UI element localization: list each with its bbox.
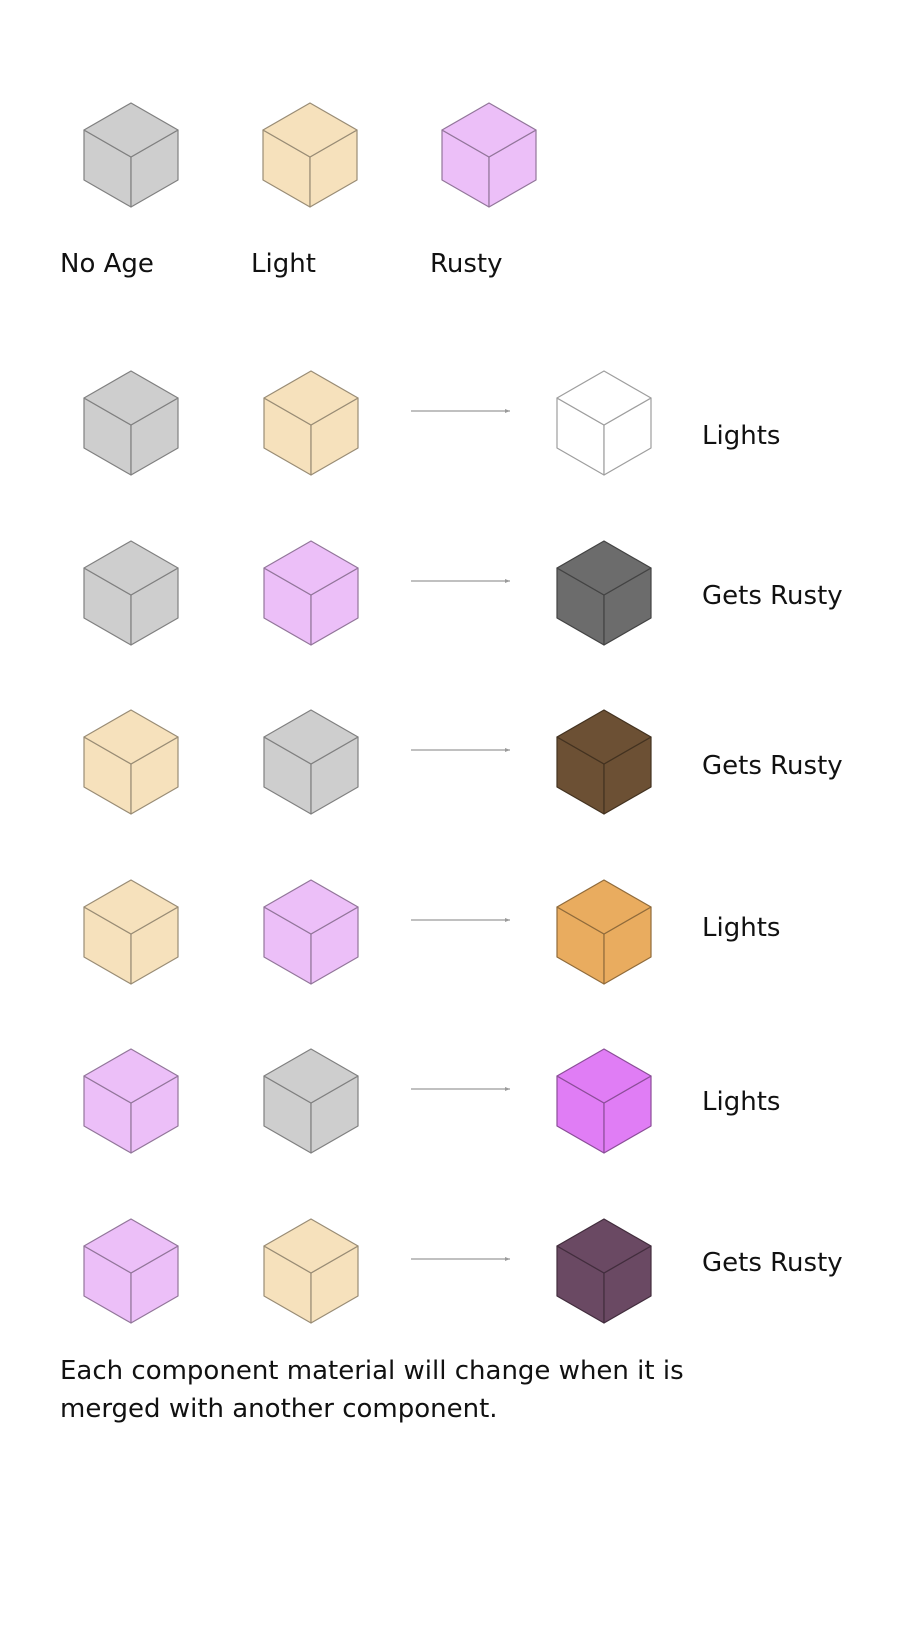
input-cube-b (263, 540, 359, 646)
legend-cube (441, 102, 537, 208)
result-cube (556, 370, 652, 476)
merge-arrow (411, 748, 510, 752)
merge-arrow (411, 1087, 510, 1091)
result-label: Gets Rusty (702, 581, 843, 611)
result-label: Lights (702, 1087, 781, 1117)
legend-label-light: Light (251, 249, 316, 279)
input-cube-b (263, 709, 359, 815)
input-cube-a (83, 540, 179, 646)
caption-text: Each component material will change when… (60, 1356, 684, 1424)
result-cube (556, 709, 652, 815)
input-cube-b (263, 1218, 359, 1324)
merge-arrow (411, 409, 510, 413)
input-cube-b (263, 879, 359, 985)
result-cube (556, 879, 652, 985)
legend-cube (262, 102, 358, 208)
input-cube-a (83, 1048, 179, 1154)
input-cube-a (83, 370, 179, 476)
result-label: Lights (702, 421, 781, 451)
input-cube-b (263, 370, 359, 476)
legend-label-no-age: No Age (60, 249, 154, 279)
merge-arrow (411, 918, 510, 922)
merge-arrow (411, 1257, 510, 1261)
legend-label-rusty: Rusty (430, 249, 503, 279)
result-cube (556, 1048, 652, 1154)
result-label: Gets Rusty (702, 751, 843, 781)
result-label: Lights (702, 913, 781, 943)
input-cube-a (83, 879, 179, 985)
result-cube (556, 1218, 652, 1324)
input-cube-a (83, 1218, 179, 1324)
input-cube-a (83, 709, 179, 815)
input-cube-b (263, 1048, 359, 1154)
legend-cube (83, 102, 179, 208)
merge-arrow (411, 579, 510, 583)
result-cube (556, 540, 652, 646)
result-label: Gets Rusty (702, 1248, 843, 1278)
